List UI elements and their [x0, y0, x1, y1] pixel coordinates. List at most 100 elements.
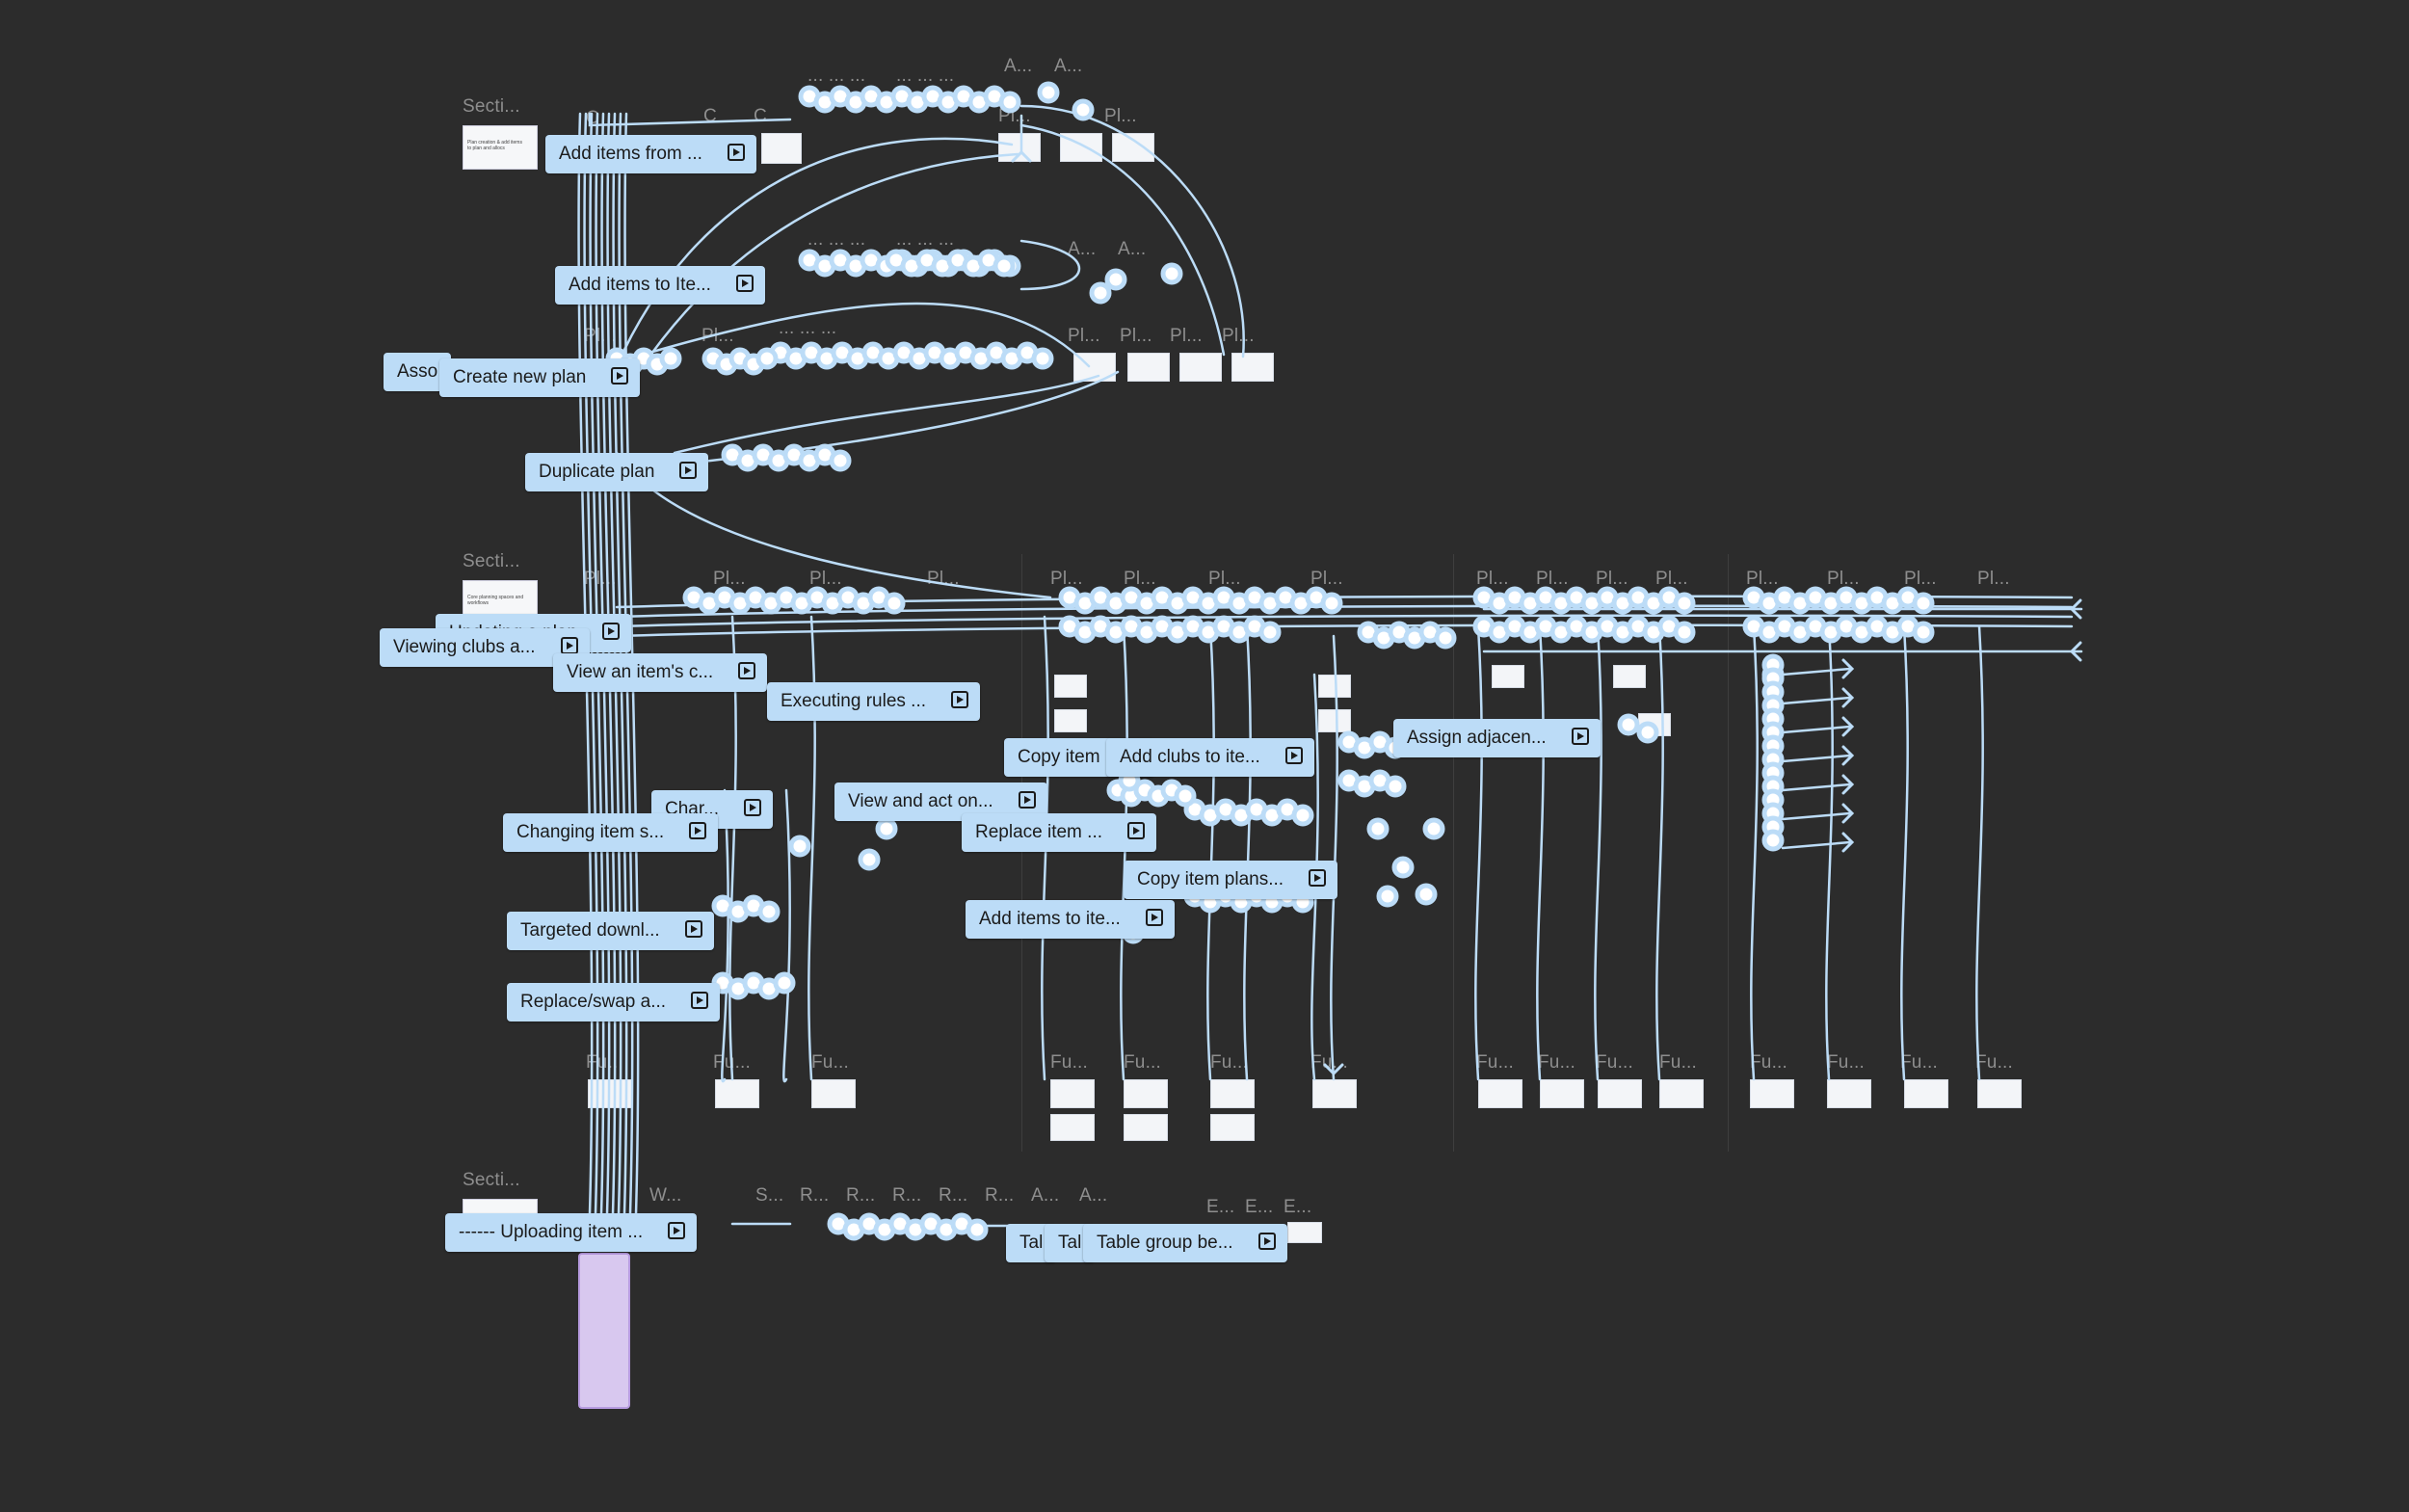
connection-dot[interactable]	[1788, 621, 1812, 644]
connection-dot[interactable]	[883, 592, 906, 615]
screen-frame[interactable]	[1210, 1079, 1255, 1108]
connection-dot[interactable]	[1230, 804, 1253, 827]
connection-dot[interactable]	[993, 254, 1016, 278]
connection-dot[interactable]	[1758, 592, 1781, 615]
connection-dot[interactable]	[698, 592, 721, 615]
screen-frame[interactable]	[811, 1079, 856, 1108]
connection-dot[interactable]	[1089, 586, 1112, 609]
flow-targeted-download[interactable]: Targeted downl...	[507, 912, 714, 950]
connection-dot[interactable]	[759, 592, 782, 615]
connection-dot[interactable]	[888, 1212, 912, 1235]
flow-create-new-plan[interactable]: Create new plan	[439, 358, 641, 397]
connection-dot[interactable]	[1611, 621, 1634, 644]
connection-dot[interactable]	[844, 91, 867, 114]
connection-dot[interactable]	[1761, 653, 1785, 676]
flow-add-items-from[interactable]: Add items from ...	[545, 135, 756, 173]
connection-dot[interactable]	[860, 85, 883, 108]
connection-dot[interactable]	[885, 249, 908, 272]
flow-replace-swap[interactable]: Replace/swap a...	[507, 983, 721, 1021]
connection-dot[interactable]	[702, 347, 725, 370]
connection-dot[interactable]	[1912, 592, 1935, 615]
connection-dot[interactable]	[1850, 621, 1873, 644]
connection-dot[interactable]	[829, 85, 852, 108]
connection-dot[interactable]	[873, 1218, 896, 1241]
connection-dot[interactable]	[1519, 592, 1542, 615]
connection-dot[interactable]	[1549, 621, 1573, 644]
connection-dot[interactable]	[1403, 626, 1426, 650]
connection-dot[interactable]	[713, 586, 736, 609]
connection-dot[interactable]	[1135, 621, 1158, 644]
connection-dot[interactable]	[1089, 615, 1112, 638]
connection-dot[interactable]	[950, 1212, 973, 1235]
connection-dot[interactable]	[858, 848, 881, 871]
connection-dot[interactable]	[860, 249, 883, 272]
connection-dot[interactable]	[939, 347, 962, 370]
connection-dot[interactable]	[1549, 592, 1573, 615]
connection-dot[interactable]	[1415, 883, 1438, 906]
connection-dot[interactable]	[1031, 347, 1054, 370]
connection-dot[interactable]	[682, 586, 705, 609]
connection-dot[interactable]	[1368, 730, 1391, 754]
connection-dot[interactable]	[1353, 775, 1376, 798]
connection-dot[interactable]	[1072, 98, 1095, 121]
connection-dot[interactable]	[1819, 621, 1842, 644]
flow-changing-item-status[interactable]: Changing item s...	[503, 813, 719, 852]
connection-dot[interactable]	[1881, 621, 1904, 644]
connection-dot[interactable]	[966, 1218, 989, 1241]
connection-dot[interactable]	[852, 592, 875, 615]
connection-dot[interactable]	[1673, 592, 1696, 615]
screen-frame[interactable]	[1659, 1079, 1704, 1108]
connection-dot[interactable]	[1384, 775, 1407, 798]
connection-dot[interactable]	[1503, 586, 1526, 609]
connection-dot[interactable]	[1073, 621, 1097, 644]
connection-dot[interactable]	[821, 592, 844, 615]
connection-dot[interactable]	[1804, 586, 1827, 609]
connection-dot[interactable]	[1434, 626, 1457, 650]
connection-dot[interactable]	[1819, 592, 1842, 615]
connection-dot[interactable]	[908, 347, 931, 370]
screen-frame[interactable]	[1124, 1079, 1168, 1108]
screen-frame[interactable]	[1231, 353, 1274, 382]
flow-uploading-item[interactable]: ------ Uploading item ...	[445, 1213, 698, 1252]
screen-frame[interactable]	[1598, 1079, 1642, 1108]
flow-copy-item-plans[interactable]: Copy item plans...	[1124, 861, 1338, 899]
connection-dot[interactable]	[1212, 615, 1235, 638]
screen-frame[interactable]	[1492, 665, 1524, 688]
screen-frame[interactable]	[1054, 675, 1087, 698]
screen-frame[interactable]	[1318, 709, 1351, 732]
connection-dot[interactable]	[782, 443, 806, 466]
connection-dot[interactable]	[1761, 802, 1785, 825]
flow-add-items-to-item-2[interactable]: Add items to ite...	[966, 900, 1175, 939]
connection-dot[interactable]	[1133, 779, 1156, 802]
connection-dot[interactable]	[1337, 769, 1361, 792]
connection-dot[interactable]	[1357, 621, 1380, 644]
connection-dot[interactable]	[1565, 586, 1588, 609]
connection-dot[interactable]	[836, 586, 860, 609]
connection-dot[interactable]	[767, 449, 790, 472]
connection-dot[interactable]	[1183, 798, 1206, 821]
connection-dot[interactable]	[1761, 761, 1785, 784]
connection-dot[interactable]	[1761, 694, 1785, 717]
connection-dot[interactable]	[775, 586, 798, 609]
connection-dot[interactable]	[829, 249, 852, 272]
connection-dot[interactable]	[977, 249, 1000, 272]
connection-dot[interactable]	[1580, 592, 1603, 615]
connection-dot[interactable]	[813, 443, 836, 466]
connection-dot[interactable]	[1166, 592, 1189, 615]
connection-dot[interactable]	[1835, 586, 1858, 609]
connection-dot[interactable]	[1472, 615, 1496, 638]
connection-dot[interactable]	[721, 443, 744, 466]
connection-dot[interactable]	[728, 347, 752, 370]
connection-dot[interactable]	[1761, 680, 1785, 703]
connection-dot[interactable]	[1120, 784, 1143, 808]
connection-dot[interactable]	[1199, 804, 1222, 827]
connection-dot[interactable]	[1058, 615, 1081, 638]
connection-dot[interactable]	[1742, 586, 1765, 609]
connection-dot[interactable]	[727, 977, 750, 1000]
connection-dot[interactable]	[1758, 621, 1781, 644]
connection-dot[interactable]	[900, 254, 923, 278]
connection-dot[interactable]	[1151, 615, 1174, 638]
connection-dot[interactable]	[875, 91, 898, 114]
screen-frame[interactable]	[1054, 709, 1087, 732]
connection-dot[interactable]	[1488, 621, 1511, 644]
